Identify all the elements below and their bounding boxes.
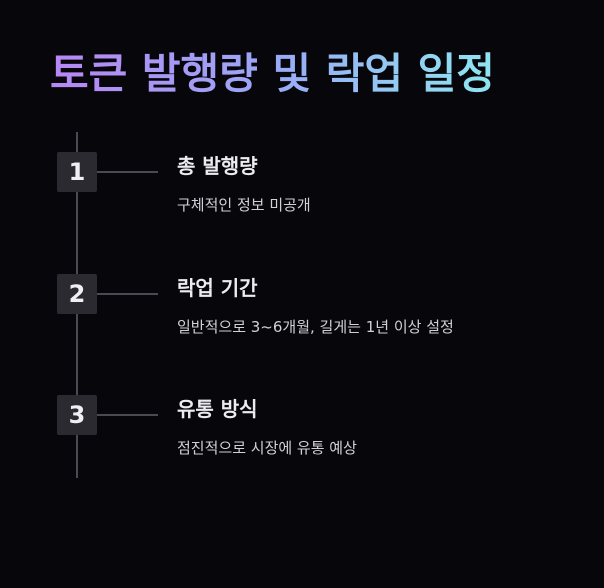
step-number-badge: 3 (57, 395, 97, 435)
step-number-badge: 2 (57, 274, 97, 314)
step-title: 락업 기간 (177, 276, 258, 300)
step-description: 일반적으로 3~6개월, 길게는 1년 이상 설정 (177, 318, 454, 336)
step-description: 구체적인 정보 미공개 (177, 196, 311, 214)
timeline-step-1: 1 총 발행량 구체적인 정보 미공개 (57, 150, 577, 230)
step-connector (97, 293, 158, 295)
step-number-badge: 1 (57, 152, 97, 192)
timeline-step-3: 3 유통 방식 점진적으로 시장에 유통 예상 (57, 393, 577, 473)
step-title: 총 발행량 (177, 154, 258, 178)
timeline-step-2: 2 락업 기간 일반적으로 3~6개월, 길게는 1년 이상 설정 (57, 272, 577, 352)
step-connector (97, 414, 158, 416)
step-connector (97, 171, 158, 173)
step-title: 유통 방식 (177, 397, 258, 421)
page-title: 토큰 발행량 및 락업 일정 (50, 46, 495, 102)
step-description: 점진적으로 시장에 유통 예상 (177, 439, 357, 457)
